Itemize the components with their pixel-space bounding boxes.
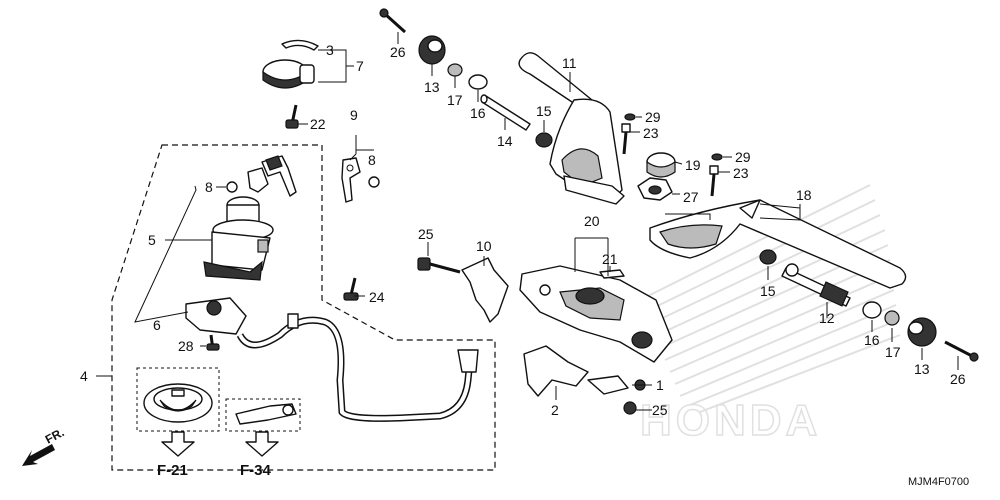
honda-wing-watermark: HONDA	[639, 184, 901, 446]
arrow-f34	[245, 431, 279, 457]
bar-end-weight-13a	[418, 35, 446, 65]
callout-3: 3	[326, 42, 334, 58]
callout-23a: 23	[643, 125, 659, 141]
washer-part-12	[785, 263, 799, 277]
collar-part-17b	[884, 310, 900, 326]
callout-18: 18	[796, 187, 812, 203]
bolt-part-23a	[621, 123, 631, 155]
callout-2: 2	[551, 402, 559, 418]
callout-5: 5	[148, 232, 156, 248]
callout-29a: 29	[645, 109, 661, 125]
callout-20: 20	[584, 213, 600, 229]
fuel-bracket	[235, 403, 297, 425]
callout-17b: 17	[885, 344, 901, 360]
svg-text:HONDA: HONDA	[640, 396, 821, 445]
lock-part-1	[587, 375, 629, 395]
arrow-f21	[161, 431, 195, 457]
rod-part-12	[781, 267, 851, 307]
washer-part-29b	[711, 153, 723, 161]
bolt-part-25a	[417, 257, 461, 274]
callout-25a: 25	[418, 226, 434, 242]
immobilizer-part-6	[185, 297, 247, 335]
rubber-part-16b	[862, 301, 882, 319]
bolt-part-23b	[709, 165, 719, 197]
washer-part-29a	[624, 113, 636, 121]
reference-f21: F-21	[157, 462, 188, 479]
callout-11: 11	[562, 55, 577, 71]
callout-27: 27	[683, 189, 699, 205]
callout-24: 24	[369, 289, 385, 305]
callout-26b: 26	[950, 371, 966, 387]
callout-25b: 25	[652, 402, 668, 418]
washer-part-21	[599, 269, 625, 279]
ignition-switch-part-5	[203, 196, 274, 281]
callout-4: 4	[80, 368, 88, 384]
collar-part-17a	[447, 63, 463, 77]
callout-6: 6	[153, 317, 161, 333]
callout-13a: 13	[424, 79, 440, 95]
rubber-part-16a	[468, 74, 488, 90]
callout-1: 1	[656, 377, 664, 393]
callout-23b: 23	[733, 165, 749, 181]
plug-part-19	[646, 152, 676, 178]
key-part-9	[341, 157, 361, 203]
reference-f34: F-34	[240, 462, 272, 479]
clamp-part-2	[523, 345, 589, 397]
front-direction-label: FR.	[43, 425, 67, 446]
leader-lines	[96, 32, 959, 411]
bar-end-weight-13b	[907, 317, 937, 347]
bracket-part-10	[461, 257, 509, 323]
bracket-box	[225, 398, 301, 432]
callout-13b: 13	[914, 361, 930, 377]
ignition-keys	[247, 155, 297, 197]
callout-12: 12	[819, 310, 835, 326]
screw-part-26b	[944, 340, 979, 362]
callout-22: 22	[310, 116, 326, 132]
screw-part-24	[343, 277, 359, 301]
callout-8a: 8	[205, 179, 213, 195]
callout-15b: 15	[760, 283, 776, 299]
nut-part-8a	[226, 181, 238, 193]
callout-16a: 16	[470, 105, 486, 121]
clip-part-3	[281, 39, 319, 51]
callout-26a: 26	[390, 44, 406, 60]
callout-21: 21	[602, 251, 618, 267]
callout-29b: 29	[735, 149, 751, 165]
nut-part-15b	[759, 249, 777, 265]
fuel-cap	[143, 383, 213, 423]
callout-28: 28	[178, 338, 194, 354]
callout-19: 19	[685, 157, 701, 173]
diagram-code: MJM4F0700	[908, 476, 969, 488]
callout-14: 14	[497, 133, 513, 149]
front-direction-arrow	[22, 444, 55, 466]
screw-part-26a	[379, 8, 407, 34]
assembly-outline-4	[111, 144, 496, 471]
nut-part-8b	[368, 176, 380, 188]
callout-8b: 8	[368, 152, 376, 168]
wire-harness	[236, 313, 479, 422]
fuel-cap-box	[136, 367, 220, 432]
nut-part-15a	[535, 132, 553, 148]
callout-10: 10	[476, 238, 492, 254]
callout-17a: 17	[447, 92, 463, 108]
callout-7: 7	[356, 58, 364, 74]
callout-9: 9	[350, 107, 358, 123]
top-bridge-part-20	[519, 265, 673, 363]
rod-part-14	[480, 94, 531, 131]
bolt-part-25b	[623, 401, 637, 415]
handlebar-right-part-18	[649, 199, 907, 289]
bolt-part-28	[206, 334, 220, 351]
nut-part-27	[637, 177, 673, 201]
callout-labels: 3 7 22 26 13 17 16 14 15 11 29 23 19 27 …	[80, 42, 966, 418]
switch-cover-part-7	[262, 59, 315, 89]
handlebar-left-part-11	[518, 52, 625, 205]
screw-part-22	[285, 104, 299, 129]
callout-15a: 15	[536, 103, 552, 119]
callout-16b: 16	[864, 332, 880, 348]
